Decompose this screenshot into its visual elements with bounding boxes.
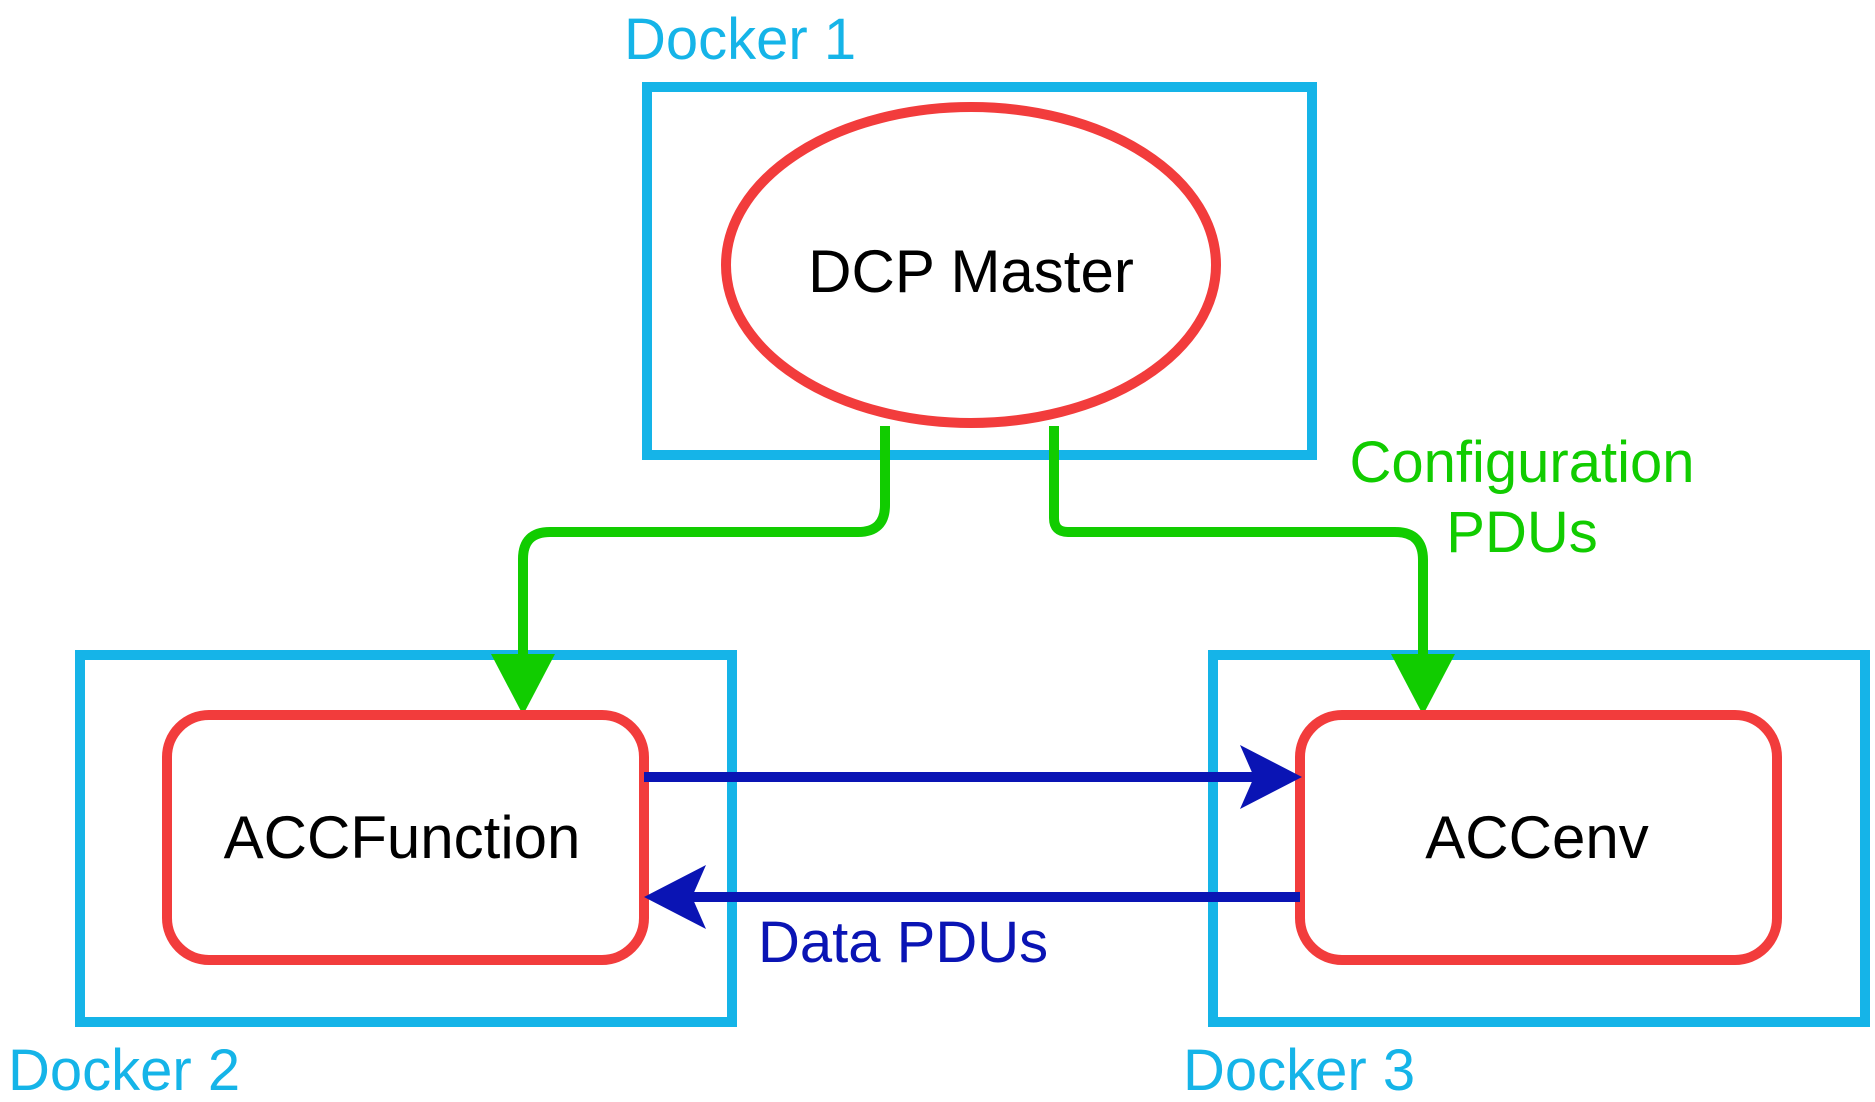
config-arrowhead-env <box>1391 654 1455 715</box>
data-arrowhead-function <box>644 865 706 929</box>
config-connector-to-env <box>1049 426 1428 680</box>
data-arrowhead-env <box>1240 745 1302 809</box>
config-connector-to-function <box>518 426 890 680</box>
config-arrowhead-function <box>491 654 555 715</box>
accenv-node <box>1295 710 1782 965</box>
dcp-master-label: DCP Master <box>808 238 1134 305</box>
data-pdus-label: Data PDUs <box>758 910 1048 975</box>
accenv-label: ACCenv <box>1425 804 1648 871</box>
docker-1-container <box>642 82 1317 460</box>
docker-2-label: Docker 2 <box>8 1038 240 1102</box>
accfunction-node <box>162 710 649 965</box>
dcp-master-node <box>721 102 1221 428</box>
docker-3-label: Docker 3 <box>1183 1038 1415 1102</box>
accfunction-label: ACCFunction <box>224 804 581 871</box>
configuration-pdus-label-line2: PDUs <box>1446 500 1597 565</box>
docker-2-container <box>75 650 737 1027</box>
docker-1-label: Docker 1 <box>624 7 856 72</box>
docker-3-container <box>1208 650 1870 1027</box>
configuration-pdus-label-line1: Configuration <box>1350 430 1695 495</box>
